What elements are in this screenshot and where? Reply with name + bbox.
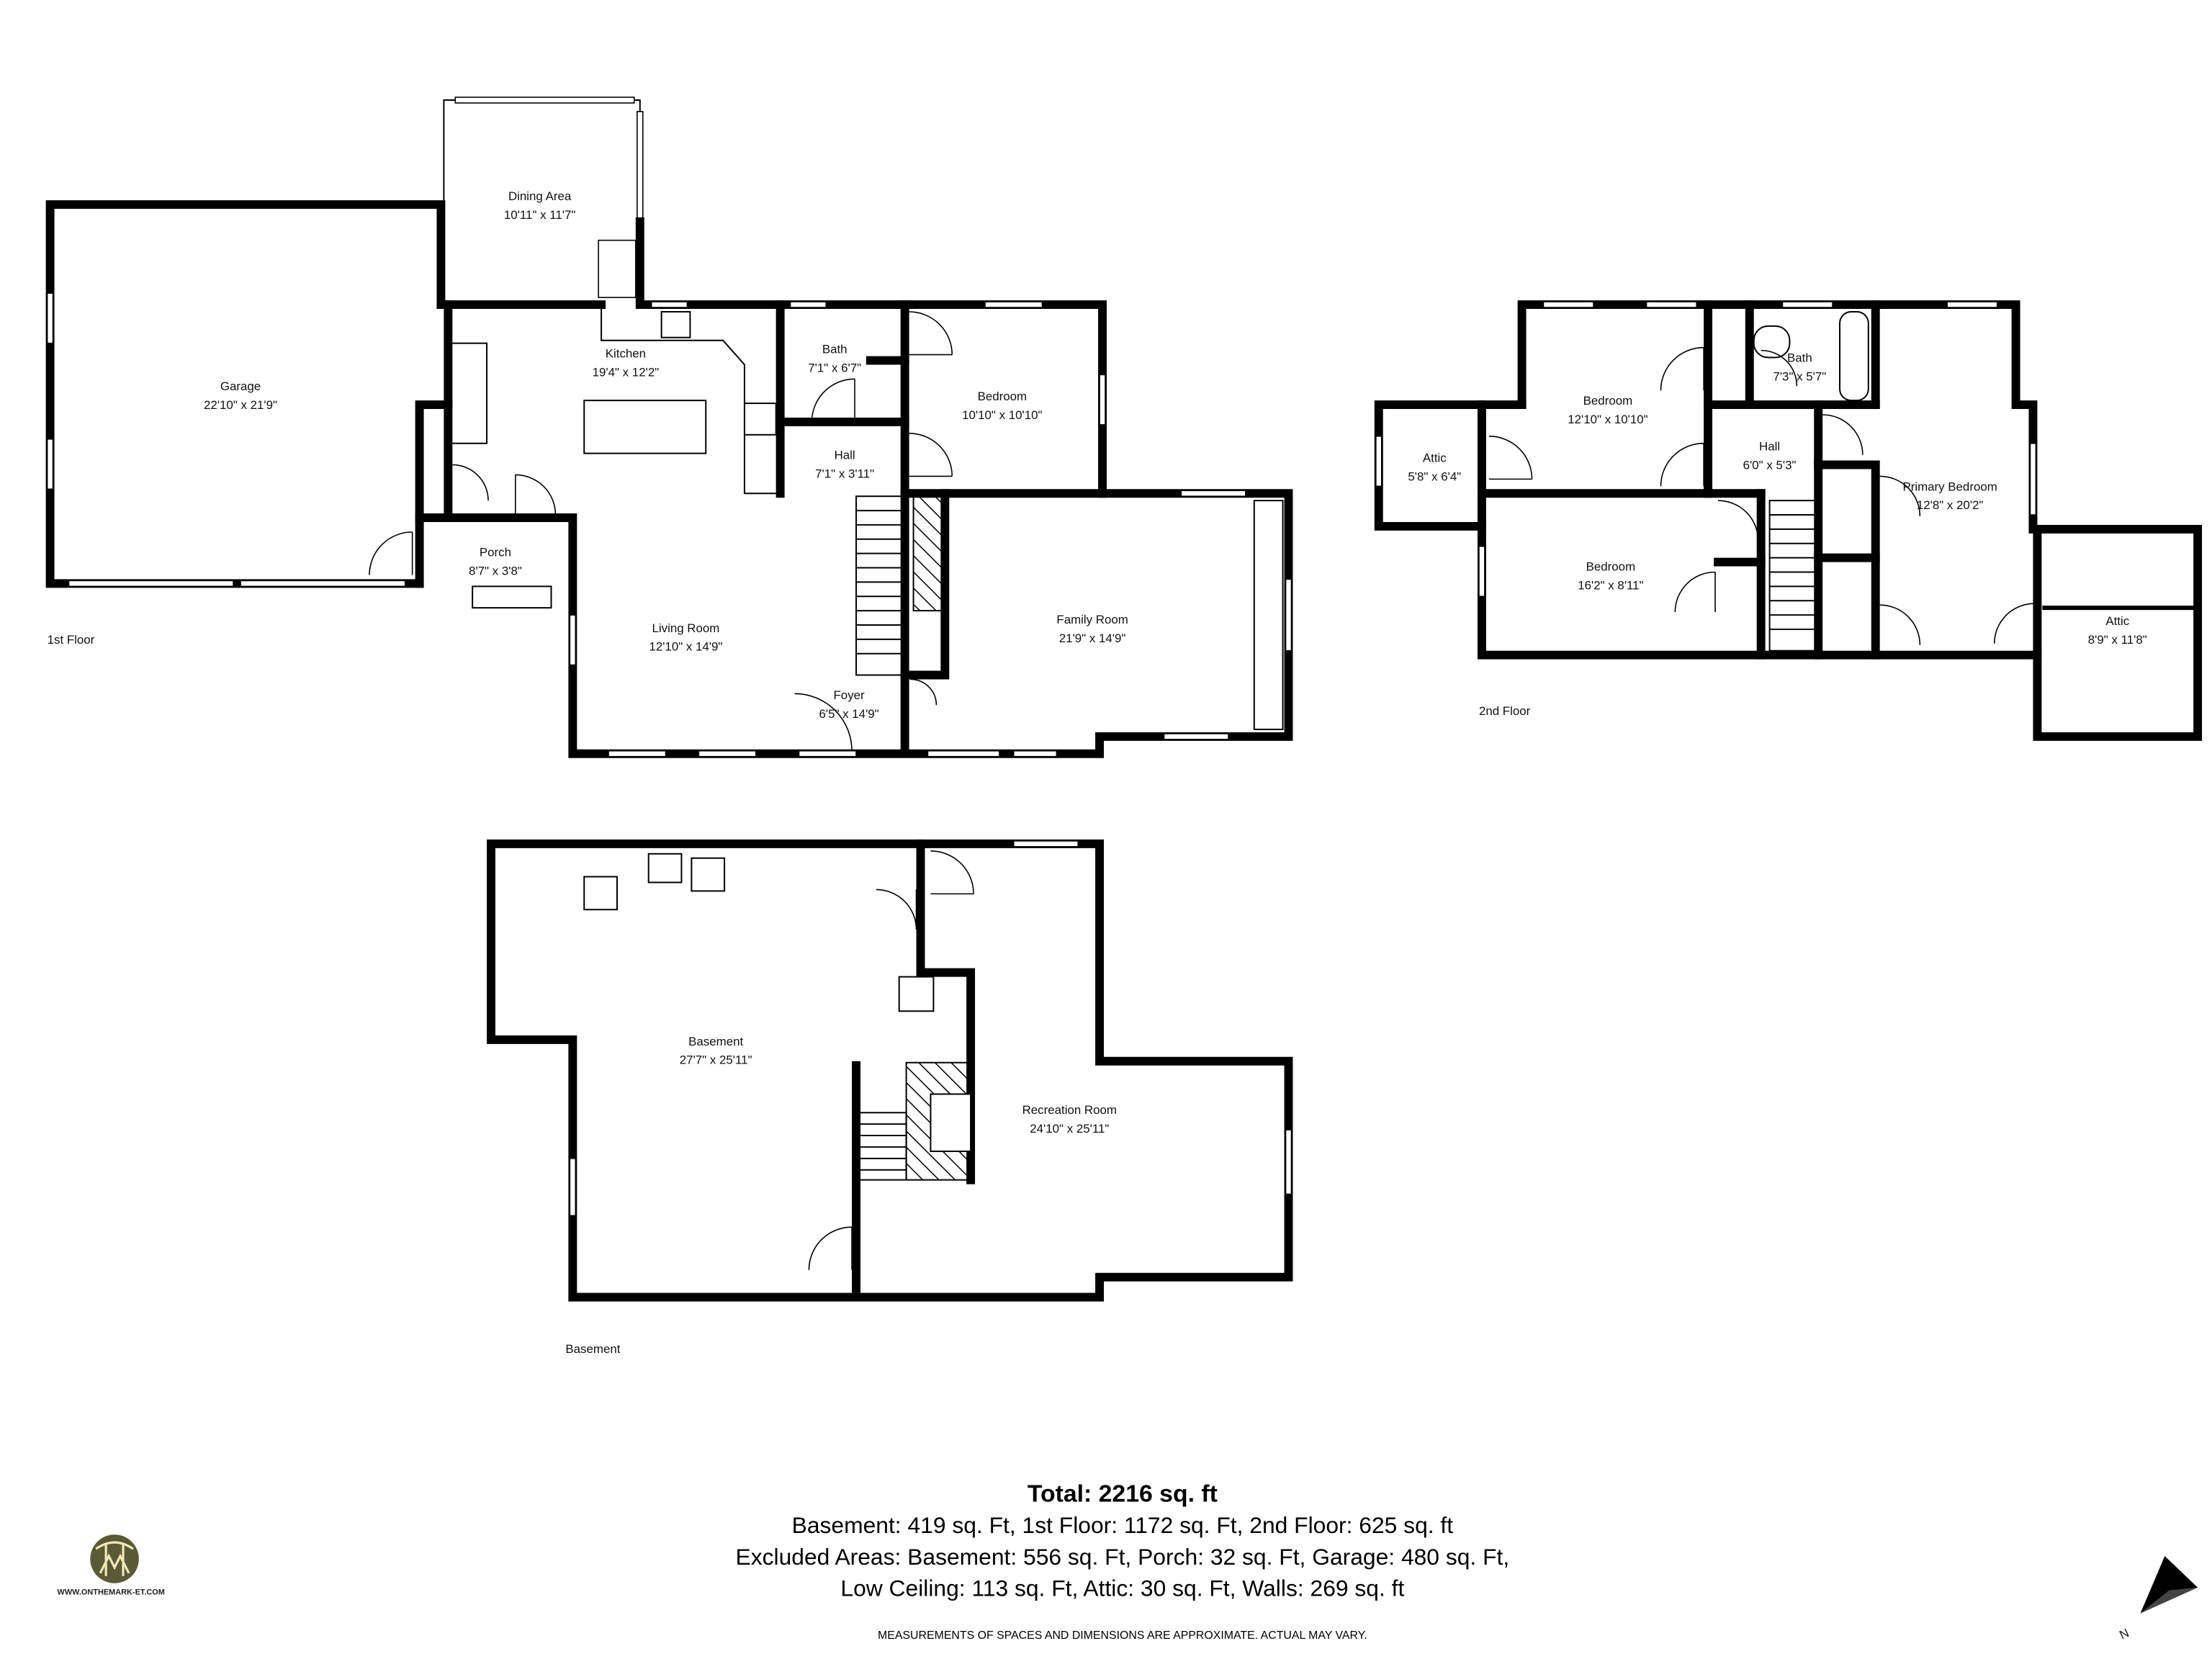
- room-name: Garage: [220, 379, 261, 393]
- room-name: Dining Area: [508, 189, 572, 203]
- first-floor-plan: Dining Area 10'11" x 11'7" Garage 22'10"…: [45, 96, 1293, 758]
- room-dims: 6'0" x 5'3": [1743, 458, 1797, 472]
- room-dims: 7'3" x 5'7": [1773, 369, 1826, 383]
- room-dims: 22'10" x 21'9": [204, 398, 277, 412]
- room-dims: 7'1" x 6'7": [808, 361, 861, 374]
- company-logo: WWW.ONTHEMARK-ET.COM: [58, 1534, 165, 1597]
- stairs: [855, 495, 946, 676]
- room-name: Bedroom: [1583, 394, 1633, 408]
- room-name: Foyer: [834, 688, 866, 702]
- north-label: N: [2118, 1626, 2131, 1642]
- second-floor-plan: Attic 5'8" x 6'4" Bedroom 12'10" x 10'10…: [1374, 300, 2203, 741]
- room-name: Living Room: [652, 621, 719, 635]
- room-dims: 21'9" x 14'9": [1059, 631, 1126, 645]
- north-arrow-icon: N: [2118, 1555, 2198, 1642]
- total-area: Total: 2216 sq. ft: [1028, 1480, 1218, 1508]
- room-dims: 12'10" x 10'10": [1568, 413, 1647, 426]
- room-dims: 10'10" x 10'10": [962, 408, 1042, 422]
- disclaimer: MEASUREMENTS OF SPACES AND DIMENSIONS AR…: [878, 1629, 1367, 1642]
- logo-url: WWW.ONTHEMARK-ET.COM: [58, 1588, 165, 1597]
- room-dims: 10'11" x 11'7": [504, 208, 575, 222]
- stairs: [858, 1112, 907, 1181]
- room-name: Bath: [822, 343, 848, 356]
- room-name: Hall: [835, 449, 855, 462]
- room-dims: 12'10" x 14'9": [649, 640, 722, 654]
- room-dims: 7'1" x 3'11": [815, 467, 874, 480]
- room-name: Hall: [1759, 440, 1780, 454]
- room-dims: 24'10" x 25'11": [1030, 1122, 1109, 1136]
- room-name: Basement: [688, 1035, 743, 1048]
- basement-plan: Basement 27'7" x 25'11" Recreation Room …: [487, 839, 1293, 1356]
- room-name: Porch: [480, 546, 511, 559]
- floor-areas: Basement: 419 sq. Ft, 1st Floor: 1172 sq…: [792, 1512, 1454, 1538]
- excluded-areas-cont: Low Ceiling: 113 sq. Ft, Attic: 30 sq. F…: [840, 1575, 1404, 1601]
- room-dims: 6'5" x 14'9": [819, 707, 878, 721]
- stairs: [1768, 500, 1817, 652]
- room-name: Attic: [1423, 451, 1447, 465]
- room-dims: 8'9" x 11'8": [2088, 633, 2147, 647]
- room-name: Recreation Room: [1022, 1103, 1117, 1117]
- room-name: Bath: [1787, 351, 1812, 365]
- room-dims: 5'8" x 6'4": [1408, 469, 1461, 483]
- area-summary: Total: 2216 sq. ft Basement: 419 sq. Ft,…: [736, 1480, 1510, 1642]
- room-name: Kitchen: [606, 347, 646, 361]
- room-dims: 8'7" x 3'8": [469, 564, 522, 577]
- excluded-areas: Excluded Areas: Basement: 556 sq. Ft, Po…: [736, 1544, 1510, 1570]
- floor-label: Basement: [565, 1342, 620, 1356]
- room-dims: 19'4" x 12'2": [593, 365, 660, 379]
- room-name: Family Room: [1056, 613, 1128, 626]
- room-name: Attic: [2105, 614, 2129, 628]
- room-dims: 16'2" x 8'11": [1578, 578, 1643, 592]
- room-name: Bedroom: [1586, 560, 1636, 574]
- room-dims: 12'8" x 20'2": [1917, 498, 1984, 512]
- room-name: Primary Bedroom: [1902, 480, 1997, 493]
- floor-label: 2nd Floor: [1479, 704, 1531, 718]
- room-dims: 27'7" x 25'11": [680, 1053, 752, 1067]
- floor-label: 1st Floor: [48, 633, 95, 647]
- room-name: Bedroom: [978, 390, 1028, 403]
